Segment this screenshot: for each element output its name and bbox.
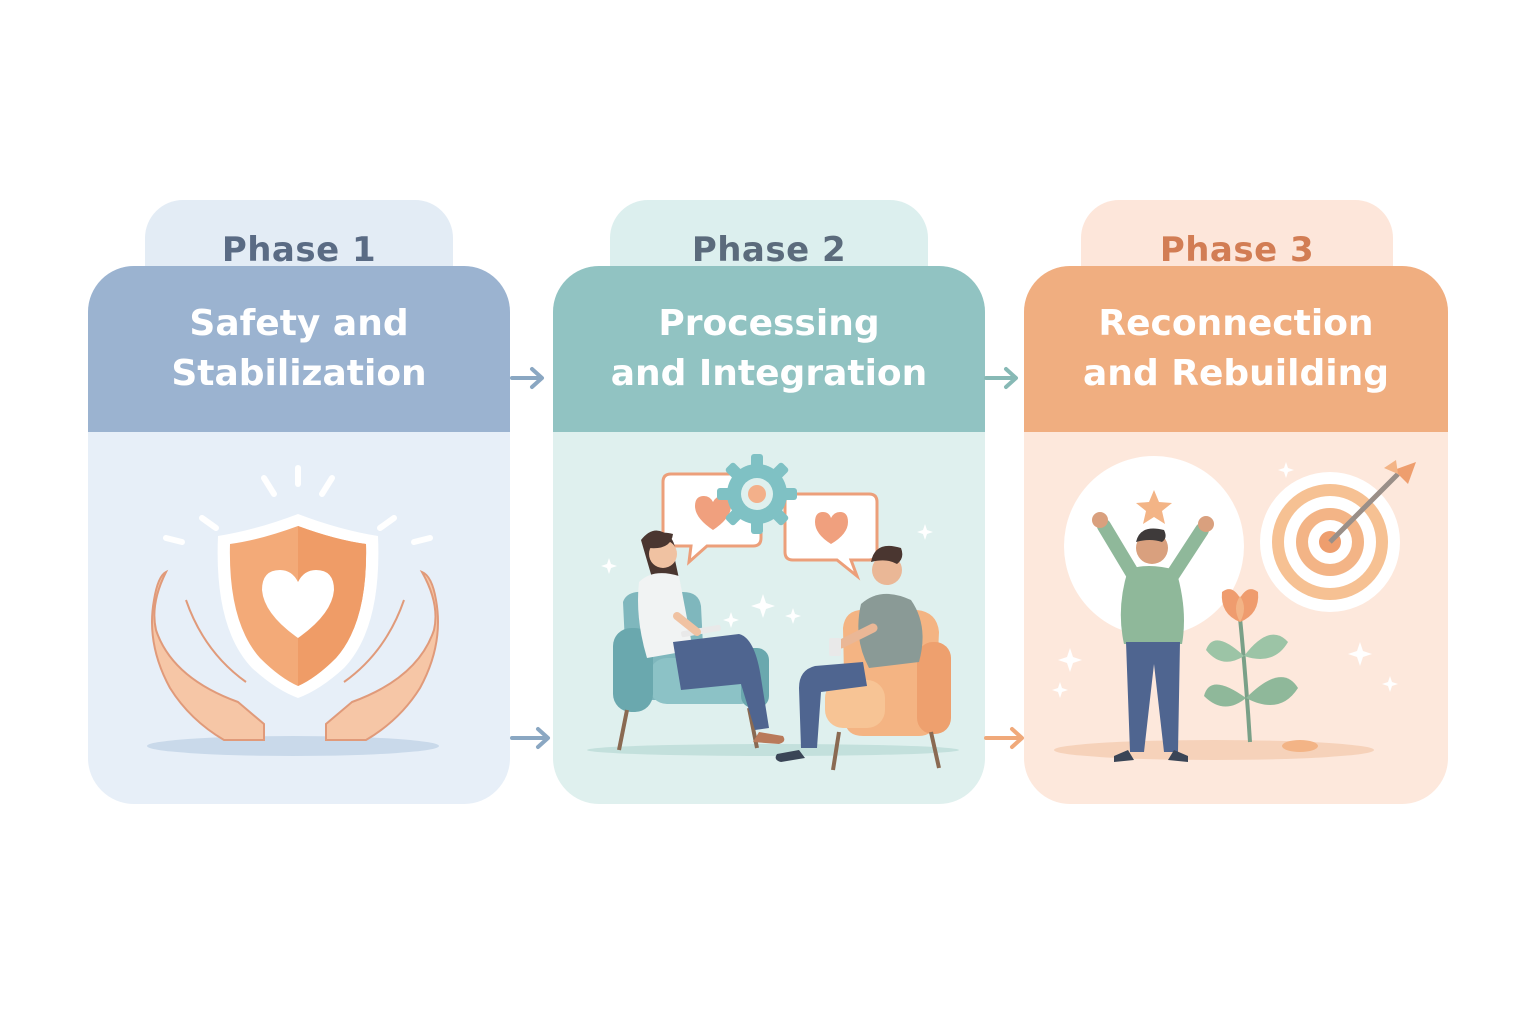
phase-title-line: Processing [658, 303, 880, 344]
therapy-conversation-icon [587, 454, 959, 771]
phase-tab-label: Phase 3 [1159, 230, 1315, 270]
phase-tab-label: Phase 1 [221, 230, 377, 270]
phase-card: Processing and Integration [553, 266, 985, 804]
phase-tab-label: Phase 2 [691, 230, 847, 270]
arrow-right-icon [510, 727, 550, 749]
phase-title: Reconnection and Rebuilding [1024, 266, 1448, 432]
phase-card: Safety and Stabilization [88, 266, 510, 804]
phase-title-line: and Integration [610, 353, 928, 394]
arrow-right-icon [984, 367, 1018, 389]
hands-heart-shield-icon [147, 465, 439, 756]
phase-illustration [553, 432, 985, 804]
phase-title: Processing and Integration [553, 266, 985, 432]
phase-title-line: Stabilization [171, 353, 427, 394]
phase-illustration [1024, 432, 1448, 804]
arrow-right-icon [984, 727, 1024, 749]
phase-title-line: and Rebuilding [1083, 353, 1389, 394]
celebration-target-growth-icon [1052, 456, 1416, 762]
phase-title-line: Safety and [189, 303, 409, 344]
arrow-right-icon [510, 367, 544, 389]
phase-title-line: Reconnection [1098, 303, 1374, 344]
phase-title: Safety and Stabilization [88, 266, 510, 432]
phase-card: Reconnection and Rebuilding [1024, 266, 1448, 804]
phase-illustration [88, 432, 510, 804]
